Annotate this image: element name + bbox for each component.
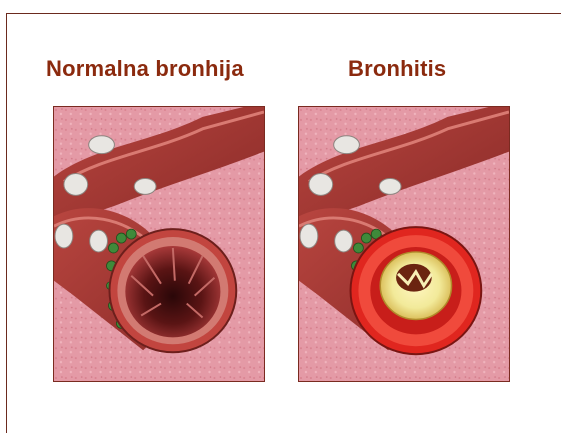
- cartilage-nodule: [64, 174, 88, 196]
- bronchitis-illustration: [298, 106, 510, 382]
- cartilage-nodule: [55, 224, 73, 248]
- cartilage-nodule: [379, 178, 401, 194]
- bronchitis-title: Bronhitis: [348, 56, 446, 82]
- cartilage-nodule: [335, 230, 353, 252]
- cartilage-nodule: [309, 174, 333, 196]
- cartilage-nodule: [90, 230, 108, 252]
- cartilage-nodule: [89, 136, 115, 154]
- normal-bronchus-illustration: [53, 106, 265, 382]
- cartilage-nodule: [300, 224, 318, 248]
- normal-bronchus-title: Normalna bronhija: [46, 56, 244, 82]
- cartilage-nodule: [134, 178, 156, 194]
- cartilage-nodule: [334, 136, 360, 154]
